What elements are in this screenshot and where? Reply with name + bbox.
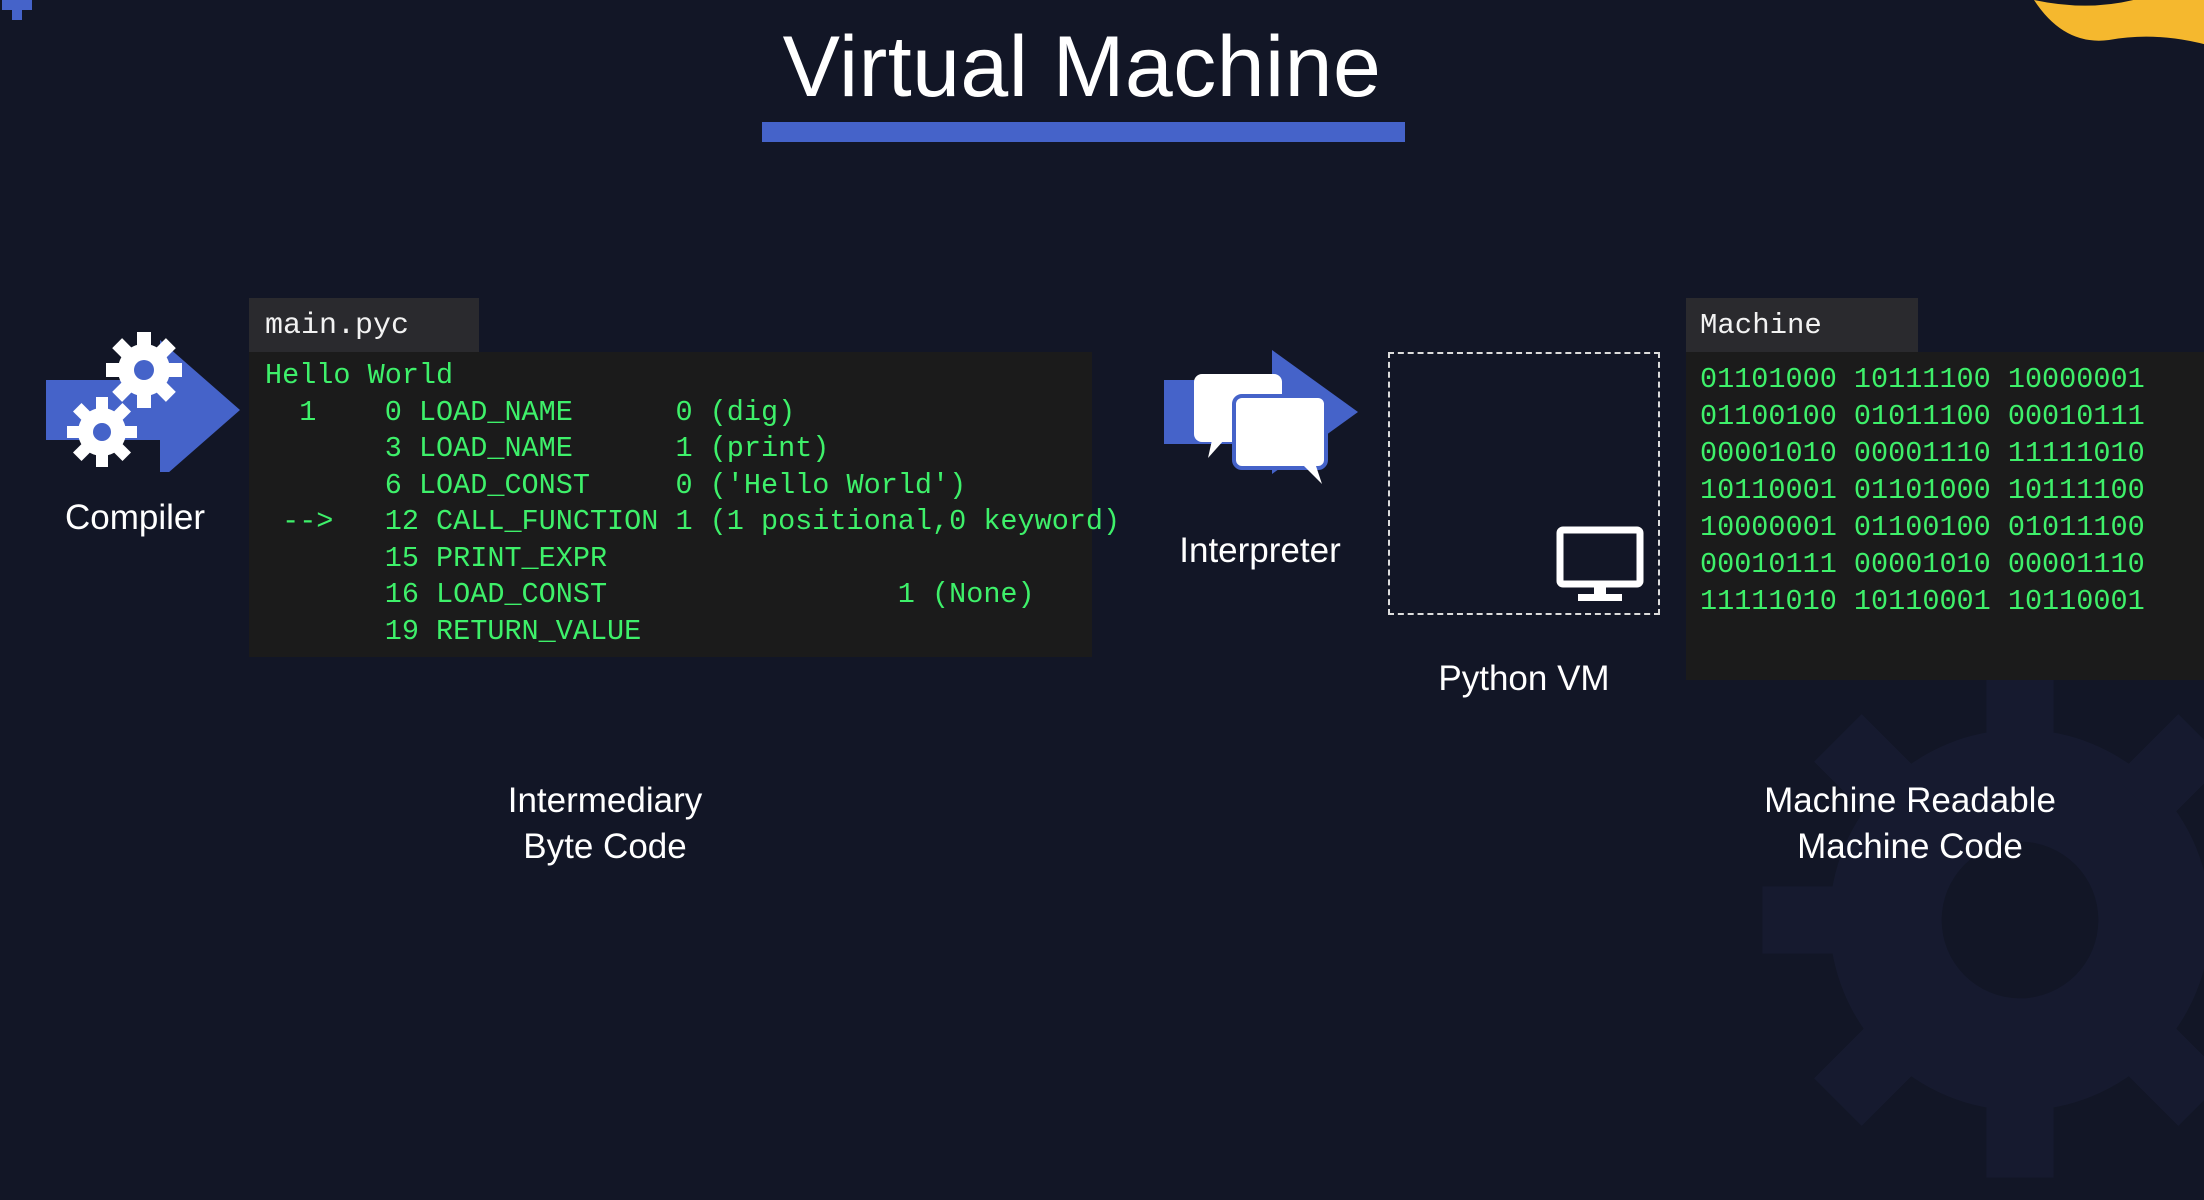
bytecode-line: 3 LOAD_NAME 1 (print) — [265, 432, 830, 465]
bytecode-line: --> 12 CALL_FUNCTION 1 (1 positional,0 k… — [265, 505, 1121, 538]
machine-code-line: 01101000 10111100 10000001 — [1700, 363, 2145, 396]
bytecode-caption-line2: Byte Code — [523, 827, 687, 866]
monitor-icon — [1556, 526, 1644, 601]
bytecode-caption: Intermediary Byte Code — [440, 778, 770, 870]
bytecode-panel: Hello World 1 0 LOAD_NAME 0 (dig) 3 LOAD… — [249, 352, 1121, 657]
python-vm-box — [1388, 352, 1660, 615]
machine-code-caption: Machine Readable Machine Code — [1700, 778, 2120, 870]
machine-caption-line1: Machine Readable — [1764, 781, 2056, 820]
machine-caption-line2: Machine Code — [1797, 827, 2023, 866]
compiler-label: Compiler — [64, 498, 206, 537]
chat-bubbles-arrow-icon — [1164, 350, 1358, 484]
machine-code-line: 00001010 00001110 11111010 — [1700, 437, 2145, 470]
machine-code-line: 11111010 10110001 10110001 — [1700, 585, 2145, 618]
bytecode-line: 15 PRINT_EXPR — [265, 541, 608, 575]
bytecode-line: 16 LOAD_CONST 1 (None) — [265, 578, 1035, 611]
bytecode-line: 1 0 LOAD_NAME 0 (dig) — [265, 395, 796, 429]
corner-plus-icon — [2, 0, 32, 20]
machine-code-line: 10110001 01101000 10111100 — [1700, 474, 2145, 507]
bytecode-line: 6 LOAD_CONST 0 ('Hello World') — [265, 468, 967, 502]
machine-code-line: 10000001 01100100 01011100 — [1700, 511, 2145, 544]
corner-swoosh-decoration — [2034, 0, 2204, 45]
bytecode-line: Hello World — [265, 359, 454, 392]
machine-code-line: 00010111 00001010 00001110 — [1700, 548, 2145, 581]
gears-arrow-icon — [46, 332, 240, 472]
machine-code-tab: Machine Code — [1686, 298, 1918, 398]
title-underline — [762, 122, 1405, 142]
interpreter-label: Interpreter — [1179, 531, 1341, 570]
slide-title: Virtual Machine — [782, 19, 1382, 115]
python-vm-label: Python VM — [1438, 659, 1610, 698]
bytecode-caption-line1: Intermediary — [507, 781, 703, 820]
machine-code-line: 01100100 01011100 00010111 — [1700, 400, 2145, 433]
bytecode-file-tab: main.pyc — [249, 298, 479, 354]
bytecode-line: 19 RETURN_VALUE — [265, 614, 642, 648]
machine-code-panel: 01101000 10111100 10000001 01100100 0101… — [1686, 352, 2204, 680]
background-gear-icon — [1762, 662, 2204, 1178]
